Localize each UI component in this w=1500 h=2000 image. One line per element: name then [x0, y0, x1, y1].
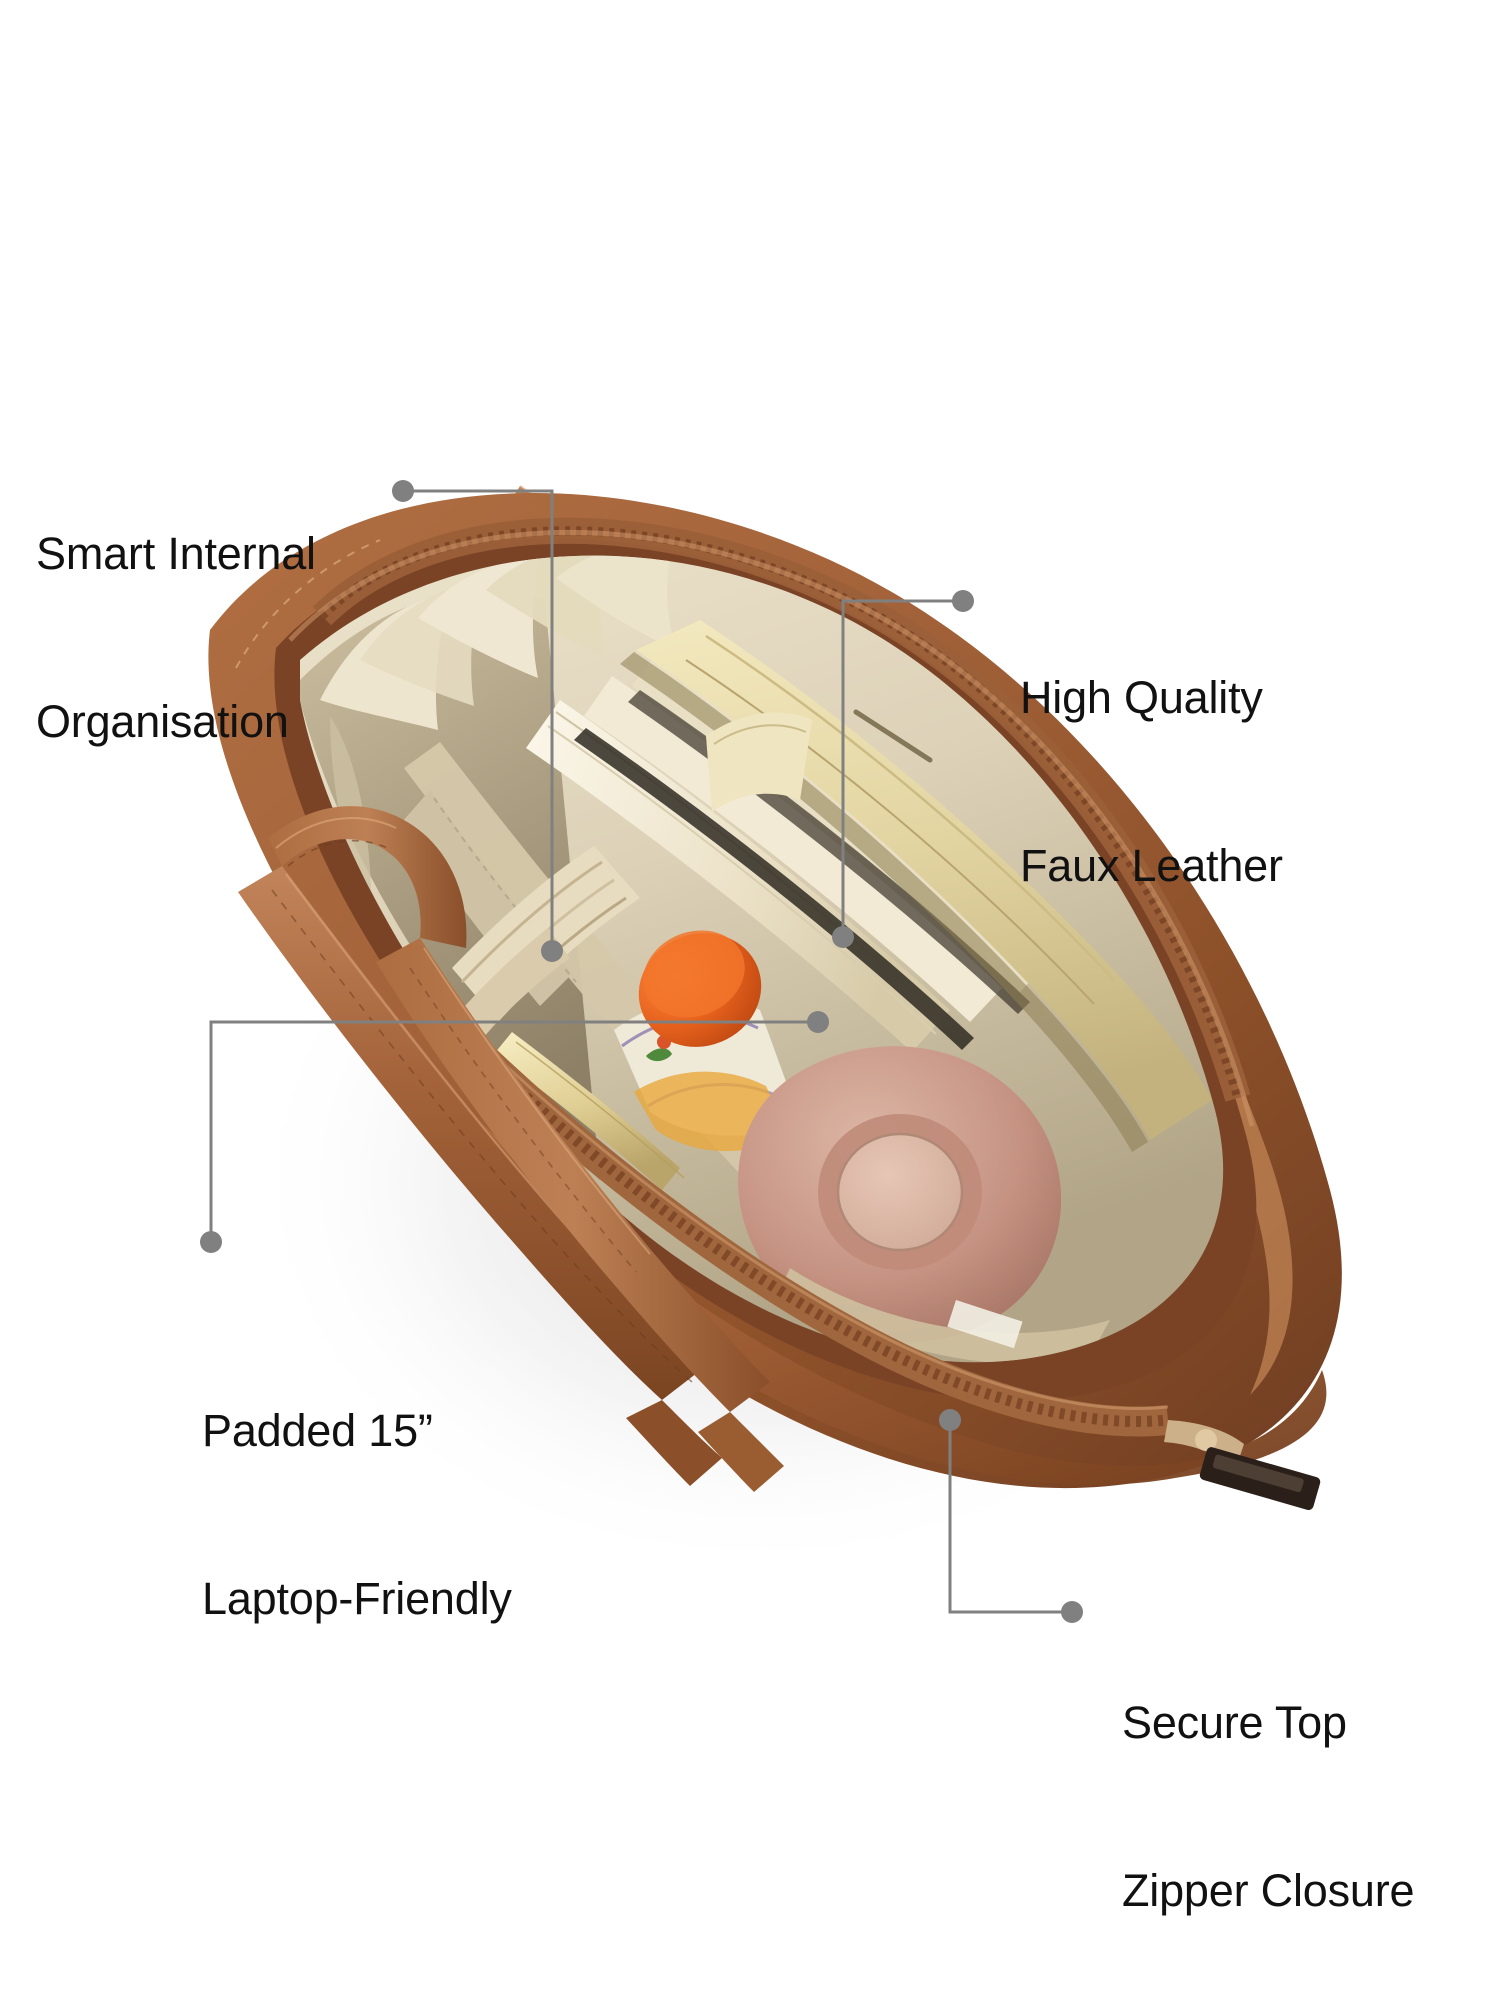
callout-line-1: Secure Top: [1122, 1696, 1347, 1748]
callout-high-quality-faux-leather: High Quality Faux Leather: [1020, 557, 1283, 1007]
callout-line-2: Laptop-Friendly: [202, 1573, 512, 1625]
leader-padded-laptop-friendly: [200, 1011, 829, 1253]
callout-line-2: Faux Leather: [1020, 840, 1283, 892]
callout-line-1: High Quality: [1020, 671, 1263, 723]
callout-line-1: Padded 15”: [202, 1404, 433, 1456]
leader-smart-internal-organisation: [392, 480, 563, 962]
leader-high-quality-faux-leather: [832, 590, 974, 948]
callout-smart-internal-organisation: Smart Internal Organisation: [36, 413, 316, 863]
leader-secure-top-zipper-closure: [939, 1409, 1083, 1623]
callout-line-1: Smart Internal: [36, 527, 316, 579]
callout-line-2: Zipper Closure: [1122, 1865, 1415, 1917]
callout-padded-laptop-friendly: Padded 15” Laptop-Friendly: [202, 1290, 512, 1740]
callout-line-2: Organisation: [36, 696, 289, 748]
callout-secure-top-zipper-closure: Secure Top Zipper Closure: [1122, 1582, 1415, 2000]
